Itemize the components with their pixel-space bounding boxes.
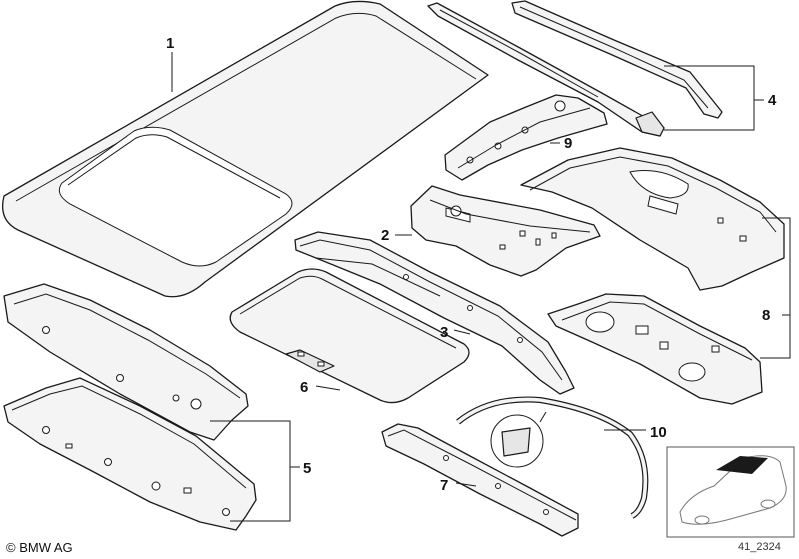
part-8-rear-shelf-upper[interactable] [520, 147, 785, 291]
callout-5: 5 [303, 460, 311, 477]
part-5-front-header[interactable] [3, 283, 257, 531]
part-8-parcel-shelf[interactable] [547, 293, 763, 405]
part-3-roof-bow[interactable] [294, 231, 575, 395]
part-7-rear-cross-member[interactable] [381, 423, 579, 537]
callout-9: 9 [564, 135, 572, 152]
leader-lines [171, 52, 791, 522]
part-2-inner-panel[interactable] [410, 185, 601, 277]
callout-10: 10 [650, 424, 667, 441]
part-4-roof-frame-rails[interactable] [427, 0, 723, 137]
part-10-seal-strip[interactable] [456, 396, 649, 519]
callout-7: 7 [440, 477, 448, 494]
callout-labels: 1 2 3 4 5 6 7 8 9 10 [166, 35, 777, 494]
part-6-roof-insert[interactable] [229, 268, 470, 404]
callout-2: 2 [381, 227, 389, 244]
copyright-label: © BMW AG [6, 540, 73, 555]
vehicle-location-inset [666, 446, 795, 538]
callout-4: 4 [768, 92, 777, 109]
part-9-reinforcement[interactable] [444, 94, 608, 181]
part-1-roof-panel[interactable] [1, 0, 489, 298]
callout-1: 1 [166, 35, 174, 52]
callout-8: 8 [762, 307, 770, 324]
diagram-id: 41_2324 [738, 541, 781, 553]
callout-6: 6 [300, 379, 308, 396]
callout-3: 3 [440, 324, 448, 341]
